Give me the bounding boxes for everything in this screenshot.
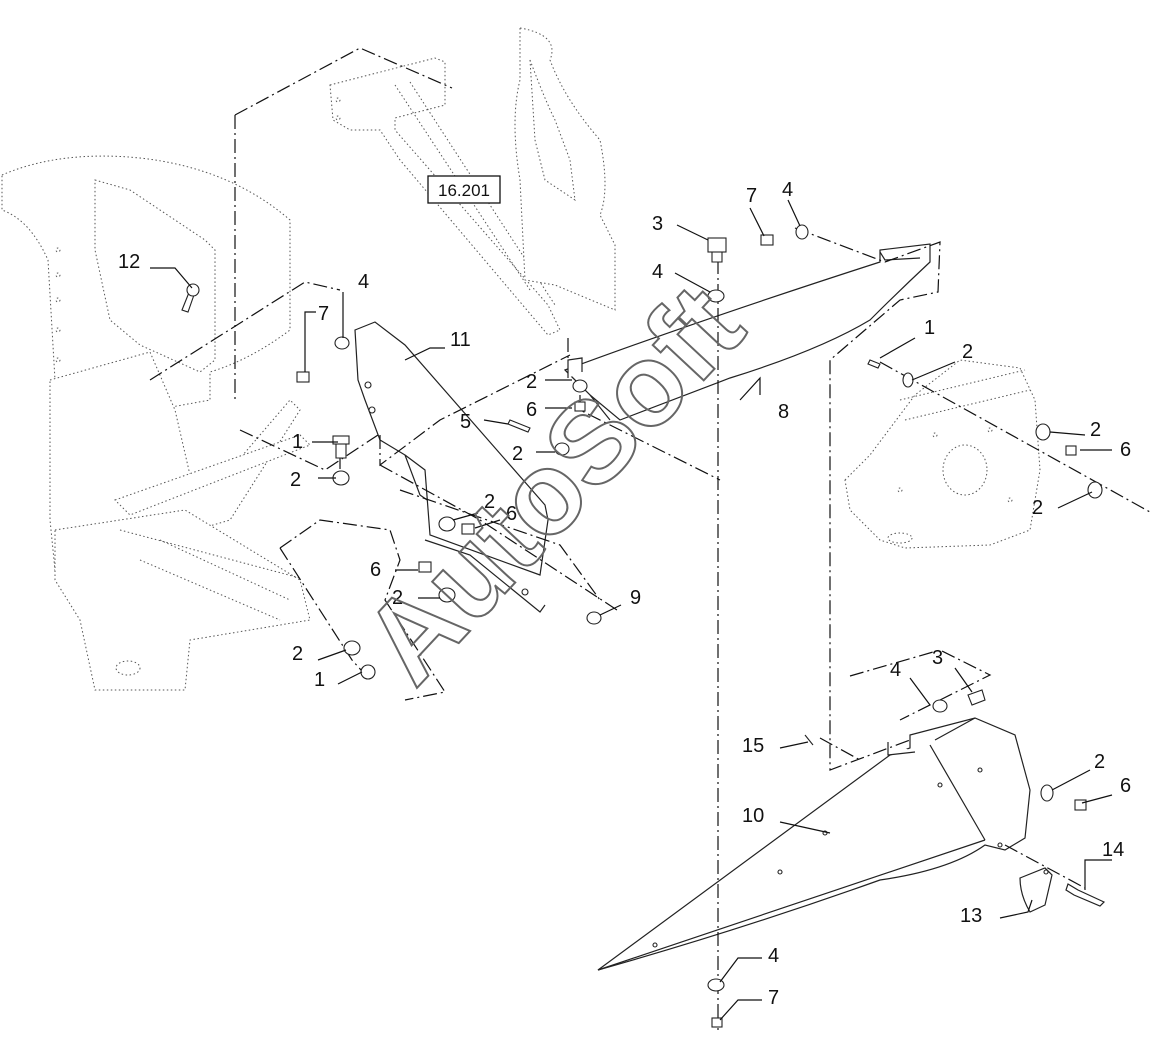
callout-1: 1 <box>924 317 935 339</box>
part-4-washer-c <box>795 224 809 240</box>
part-2-washer-j <box>1040 784 1054 802</box>
callout-2: 2 <box>392 587 403 609</box>
upper-curved-panel <box>514 27 616 311</box>
assembly-lines <box>149 47 1151 1030</box>
part-6-nut-b <box>418 561 432 573</box>
part-15-pin <box>804 734 814 746</box>
callout-6: 6 <box>1120 775 1131 797</box>
part-1-bolt-b <box>360 664 376 680</box>
callout-3: 3 <box>932 647 943 669</box>
part-12-bolt <box>181 283 200 313</box>
callout-1: 1 <box>292 431 303 453</box>
callout-5: 5 <box>460 411 471 433</box>
part-6-nut-c <box>574 401 586 412</box>
part-7-nut-b <box>760 234 774 246</box>
callout-2: 2 <box>1094 751 1105 773</box>
callout-3: 3 <box>652 213 663 235</box>
part-7-nut-c <box>711 1017 723 1028</box>
callout-2: 2 <box>1090 419 1101 441</box>
callout-2: 2 <box>484 491 495 513</box>
callout-15: 15 <box>742 735 764 757</box>
part-6-nut-a <box>461 523 475 535</box>
part-14-pin <box>1065 883 1106 907</box>
callout-2: 2 <box>1032 497 1043 519</box>
part-7-nut-a <box>296 371 310 383</box>
callout-7: 7 <box>318 303 329 325</box>
callout-2: 2 <box>962 341 973 363</box>
part-2-washer-b <box>554 442 570 456</box>
part-2-washer-d <box>438 587 456 603</box>
callout-10: 10 <box>742 805 764 827</box>
callout-4: 4 <box>768 945 779 967</box>
callout-7: 7 <box>746 185 757 207</box>
part-4-washer-a <box>334 336 350 350</box>
callout-6: 6 <box>370 559 381 581</box>
part-9-plug <box>586 611 602 625</box>
callout-9: 9 <box>630 587 641 609</box>
callout-13: 13 <box>960 905 982 927</box>
part-2-washer-i <box>1087 481 1103 499</box>
reference-number: 16.201 <box>438 181 490 200</box>
callout-2: 2 <box>290 469 301 491</box>
callout-2: 2 <box>526 371 537 393</box>
callout-12: 12 <box>118 251 140 273</box>
part-5-bolt <box>507 419 531 433</box>
callout-14: 14 <box>1102 839 1124 861</box>
part-1-bolt-c <box>867 359 881 369</box>
callout-7: 7 <box>768 987 779 1009</box>
part-4-washer-d <box>932 699 948 713</box>
part-3-bolt-b <box>967 689 986 706</box>
callout-4: 4 <box>782 179 793 201</box>
part-10-guard <box>597 717 1031 971</box>
callout-4: 4 <box>652 261 663 283</box>
callout-labels: 12 4 7 11 1 2 2 6 5 2 2 6 6 2 9 2 1 3 7 … <box>118 179 1131 1009</box>
callout-leaders <box>150 199 1113 1021</box>
part-4-washer-b <box>707 289 725 303</box>
part-6-nut-e <box>1074 799 1087 811</box>
callout-2: 2 <box>512 443 523 465</box>
hardware-items <box>181 224 1103 1028</box>
callout-6: 6 <box>526 399 537 421</box>
callout-6: 6 <box>1120 439 1131 461</box>
callout-2: 2 <box>292 643 303 665</box>
right-gearbox-plate <box>844 359 1041 549</box>
part-2-washer-c <box>438 516 456 532</box>
reference-box: 16.201 <box>427 175 501 204</box>
part-6-nut-d <box>1065 445 1077 456</box>
part-2-washer-e <box>343 640 361 656</box>
part-2-washer-f <box>572 379 588 393</box>
part-2-washer-g <box>902 372 914 388</box>
callout-4: 4 <box>890 659 901 681</box>
callout-6: 6 <box>506 503 517 525</box>
part-2-washer-h <box>1035 423 1051 441</box>
part-8-beam <box>563 243 931 421</box>
left-housing <box>1 155 311 691</box>
callout-1: 1 <box>314 669 325 691</box>
part-3-bolt-a <box>707 237 727 263</box>
callout-8: 8 <box>778 401 789 423</box>
callout-4: 4 <box>358 271 369 293</box>
part-1-bolt-a <box>332 435 350 459</box>
part-13-cover <box>1019 867 1053 913</box>
callout-11: 11 <box>450 329 471 351</box>
